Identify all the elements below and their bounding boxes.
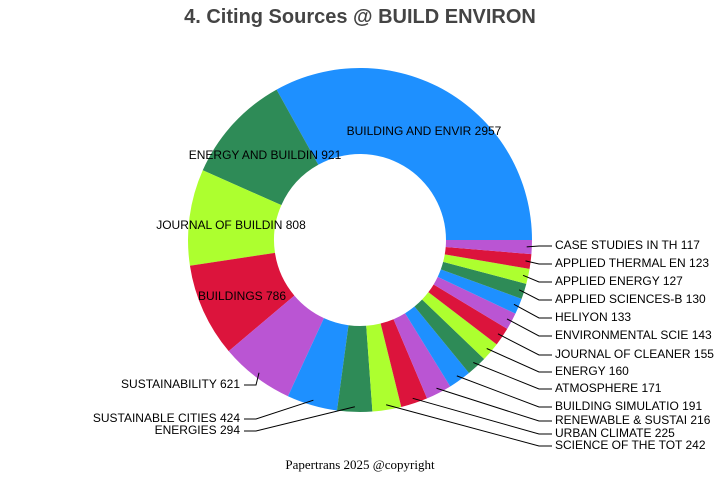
slice-label: BUILDING AND ENVIR 2957 <box>347 124 502 138</box>
leader-line <box>456 375 552 408</box>
leader-line <box>506 318 552 337</box>
leader-line <box>486 348 552 373</box>
donut-slice <box>287 318 349 411</box>
donut-slice <box>422 292 497 360</box>
slice-label: APPLIED ENERGY 127 <box>555 274 683 288</box>
leader-line <box>244 406 355 432</box>
copyright-footer: Papertrans 2025 @copyright <box>285 457 435 472</box>
leader-line <box>244 399 314 420</box>
slice-label: ENERGY 160 <box>555 364 629 378</box>
slice-label: ENERGY AND BUILDIN 921 <box>189 148 342 162</box>
donut-slice <box>428 284 508 345</box>
leader-line <box>513 303 552 319</box>
slice-label: ATMOSPHERE 171 <box>555 381 662 395</box>
donut-slice <box>380 319 428 407</box>
slice-label: JOURNAL OF CLEANER 155 <box>555 347 714 361</box>
leader-line <box>518 289 552 301</box>
slice-label: ENVIRONMENTAL SCIE 143 <box>555 328 712 342</box>
leader-line <box>244 372 260 386</box>
donut-slice <box>276 68 532 240</box>
leader-line <box>497 333 552 356</box>
leader-line <box>436 387 552 422</box>
slice-label: ENERGIES 294 <box>155 423 241 437</box>
slice-label: APPLIED THERMAL EN 123 <box>555 256 709 270</box>
donut-slice <box>336 325 373 412</box>
slice-label: JOURNAL OF BUILDIN 808 <box>156 218 306 232</box>
donut-slice <box>189 252 295 352</box>
slice-label: URBAN CLIMATE 225 <box>555 426 675 440</box>
slice-label: SUSTAINABILITY 621 <box>121 377 240 391</box>
slice-label: CASE STUDIES IN TH 117 <box>555 238 700 252</box>
donut-slice <box>433 276 516 329</box>
donut-slices <box>188 68 532 412</box>
leader-line <box>473 362 552 390</box>
donut-slice <box>443 254 530 284</box>
leader-line <box>386 404 552 447</box>
donut-slice <box>437 269 522 314</box>
slice-label: BUILDINGS 786 <box>198 289 286 303</box>
slice-label: SCIENCE OF THE TOT 242 <box>555 438 706 452</box>
slice-label: APPLIED SCIENCES-B 130 <box>555 292 706 306</box>
donut-slice <box>444 247 532 269</box>
leader-line <box>526 245 552 248</box>
donut-slice <box>393 313 451 399</box>
slice-label: SUSTAINABLE CITIES 424 <box>93 411 240 425</box>
slice-label: HELIYON 133 <box>555 310 631 324</box>
leader-line <box>522 274 552 283</box>
slice-label: RENEWABLE & SUSTAI 216 <box>555 413 711 427</box>
donut-slice <box>366 323 402 412</box>
slice-label: BUILDING SIMULATIO 191 <box>555 399 702 413</box>
donut-slice <box>188 170 282 266</box>
donut-slice <box>202 89 319 206</box>
donut-slice <box>440 261 527 299</box>
leader-lines <box>244 245 552 447</box>
donut-slice <box>445 240 532 255</box>
donut-slice <box>228 295 324 397</box>
donut-slice <box>414 299 485 374</box>
donut-slice <box>405 306 469 387</box>
chart-title: 4. Citing Sources @ BUILD ENVIRON <box>184 6 536 28</box>
leader-line <box>525 260 552 265</box>
leader-line <box>412 397 552 435</box>
